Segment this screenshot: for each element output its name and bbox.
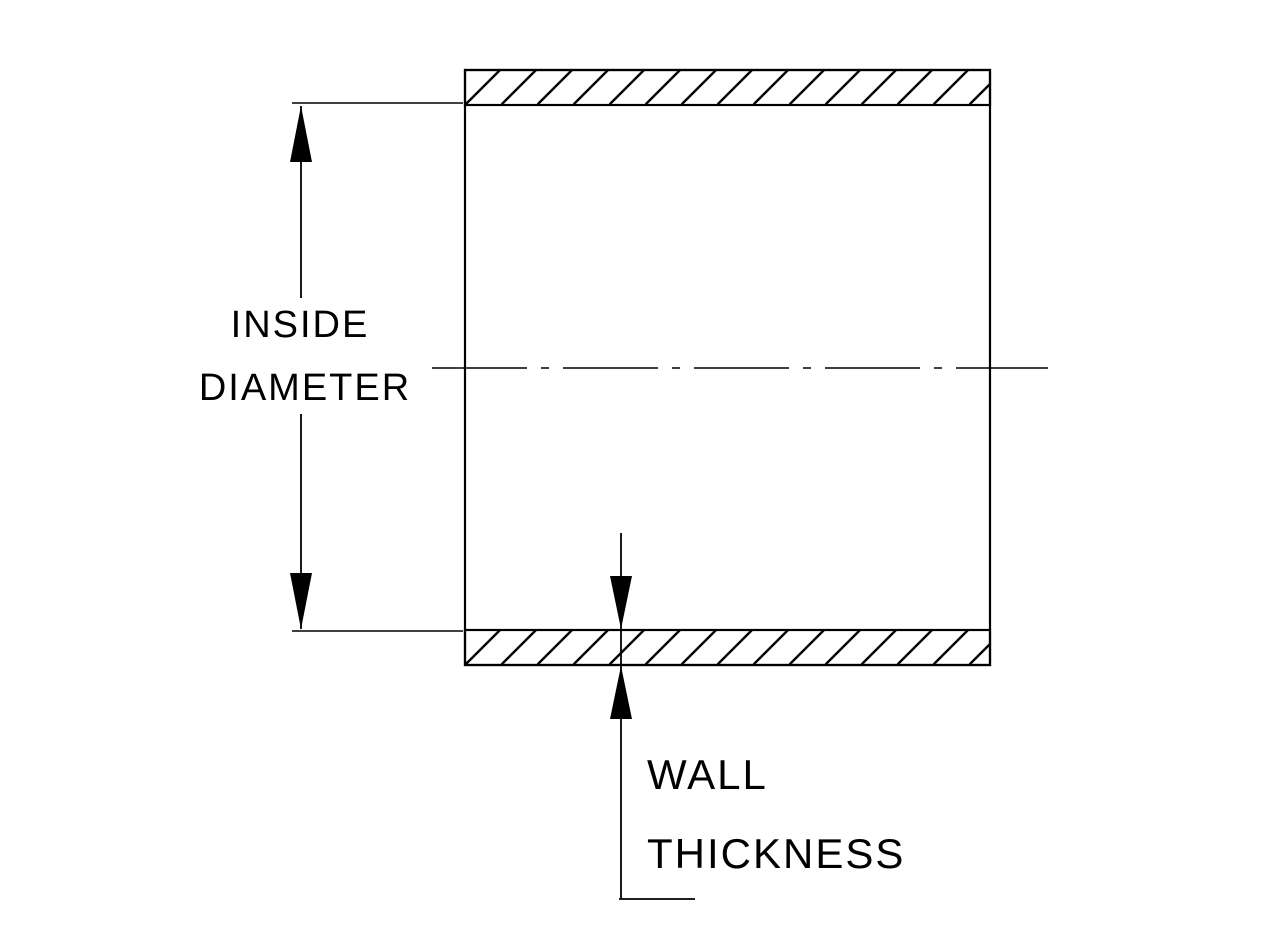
wall-thickness-label-line2: THICKNESS xyxy=(647,830,905,877)
inside-diameter-label-line2: DIAMETER xyxy=(199,367,411,409)
inside-diameter-label-line1: INSIDE xyxy=(231,304,370,346)
wall-thickness-label-line1: WALL xyxy=(647,751,768,798)
top-wall-hatch xyxy=(463,68,992,107)
wall-thickness-dimension: WALL THICKNESS xyxy=(610,533,905,900)
arrow-up-icon xyxy=(290,106,312,162)
arrow-up-icon xyxy=(610,666,632,719)
arrow-down-icon xyxy=(610,576,632,629)
bottom-wall-hatch xyxy=(463,628,992,667)
inside-diameter-dimension: INSIDE DIAMETER xyxy=(199,102,463,632)
arrow-down-icon xyxy=(290,573,312,629)
